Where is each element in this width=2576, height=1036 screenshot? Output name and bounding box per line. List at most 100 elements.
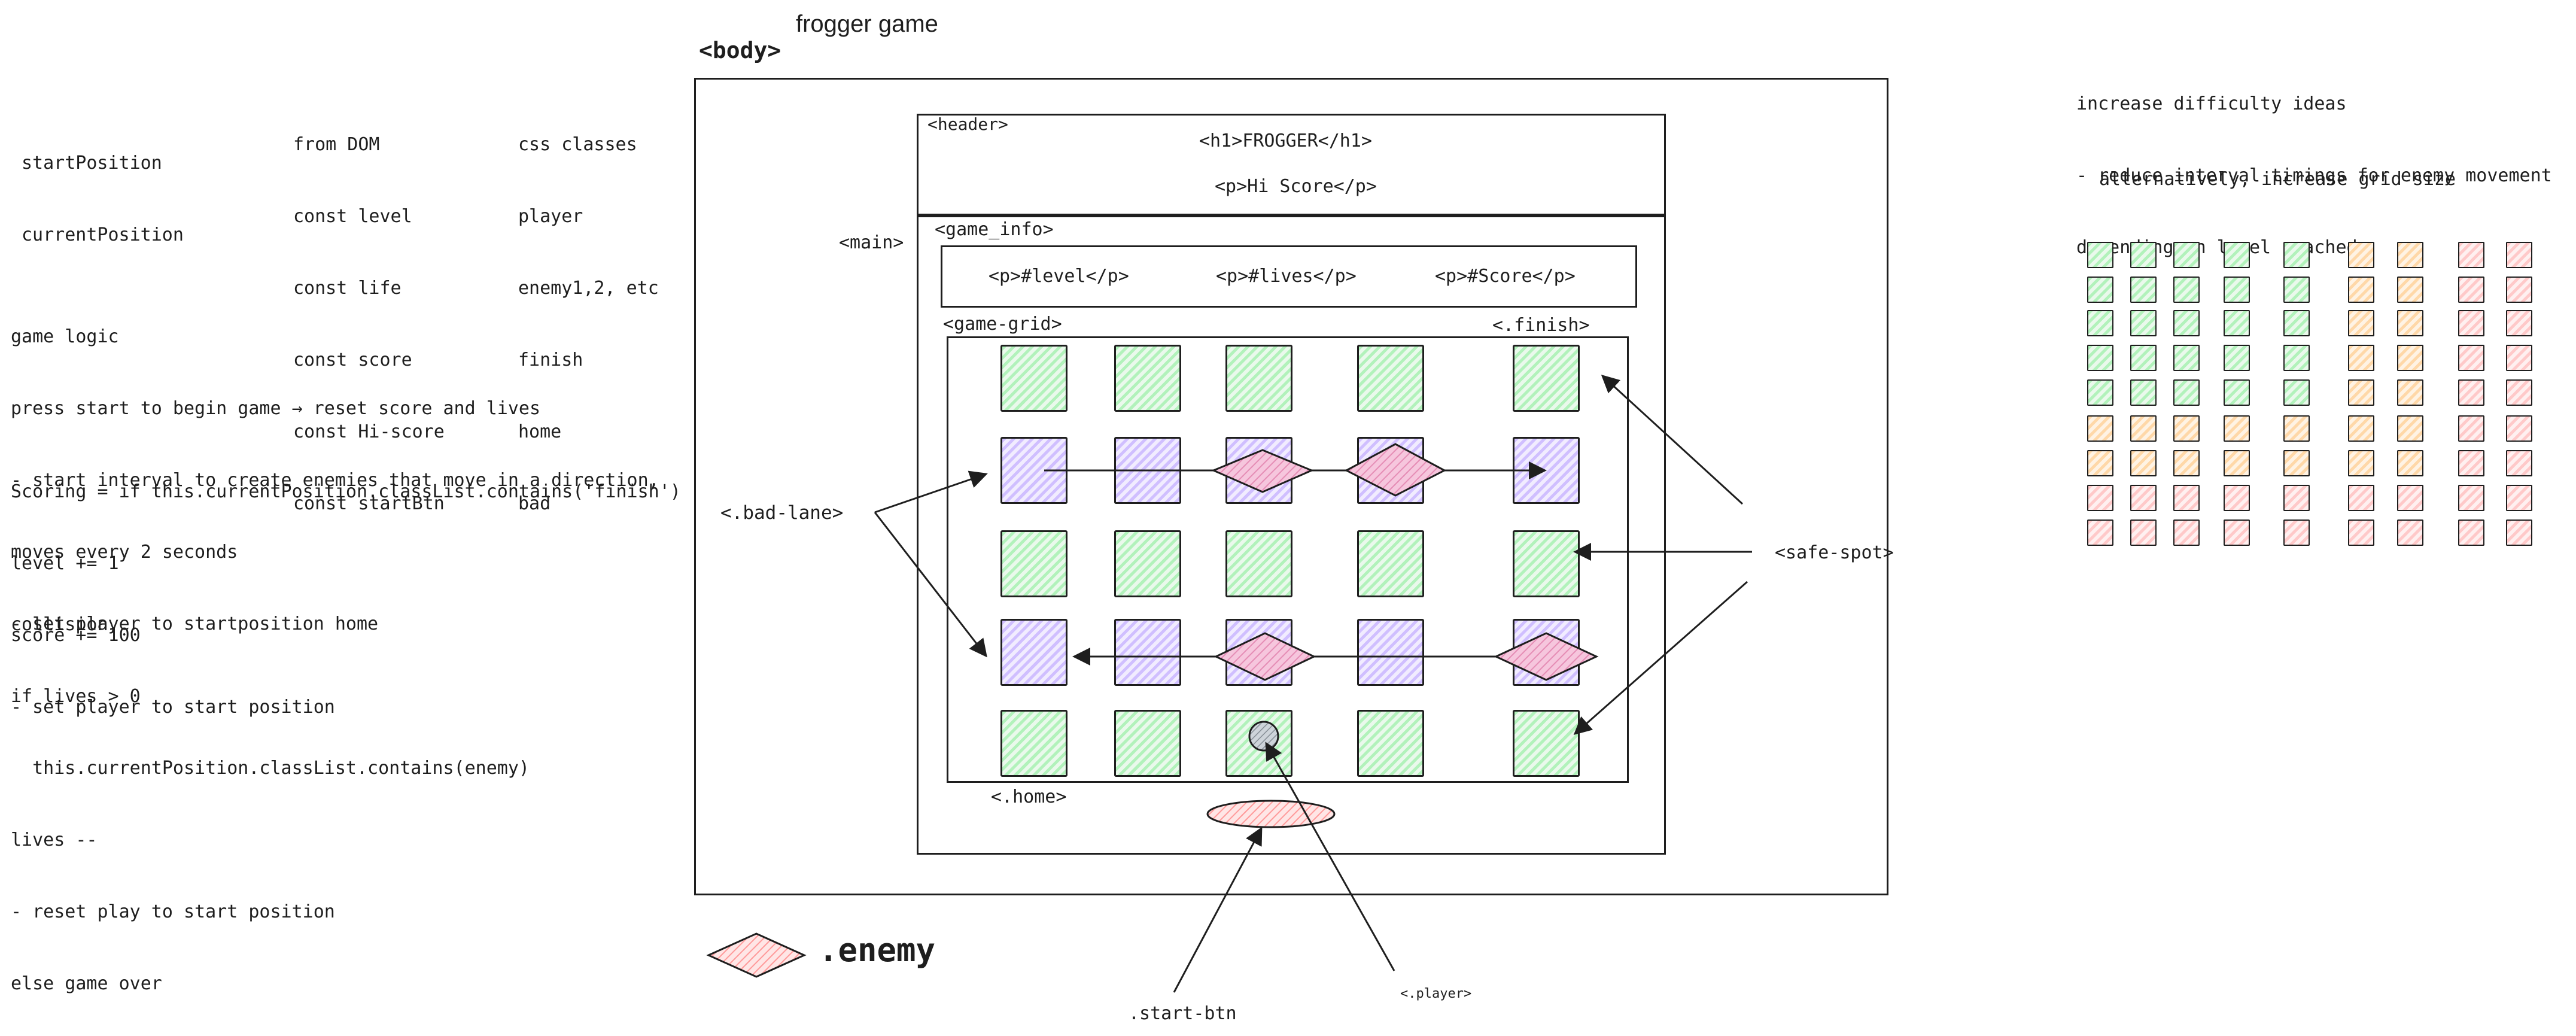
larger-grid-cell [2283, 415, 2310, 442]
enemy-diamond [1344, 443, 1447, 497]
state-vars: startPosition currentPosition [22, 104, 184, 271]
larger-grid-cell [2173, 379, 2200, 406]
larger-grid-cell [2224, 345, 2250, 371]
safe-cell [1114, 530, 1181, 597]
enemy-diamond [1211, 449, 1314, 493]
larger-grid-cell [2506, 310, 2532, 336]
note-line: level += 1 [11, 553, 119, 574]
larger-grid-cell [2224, 450, 2250, 476]
css-classes-list: css classes player enemy1,2, etc finish … [518, 85, 659, 540]
larger-grid-cell [2173, 519, 2200, 546]
bad-lane-cell [1000, 619, 1067, 686]
from-dom-item: const score [293, 350, 412, 370]
larger-grid-cell [2458, 379, 2484, 406]
scoring-notes: Scoring = if this.currentPosition.classL… [11, 432, 681, 743]
larger-grid-cell [2458, 450, 2484, 476]
larger-grid-cell [2348, 415, 2374, 442]
larger-grid-cell [2506, 485, 2532, 511]
larger-grid-cell [2087, 310, 2113, 336]
from-dom-list: from DOM const level const life const sc… [293, 85, 445, 540]
larger-grid-cell [2087, 485, 2113, 511]
larger-grid-cell [2130, 345, 2157, 371]
larger-grid-cell [2130, 379, 2157, 406]
css-class-item: home [518, 421, 562, 442]
css-class-item: player [518, 206, 583, 227]
larger-grid-cell [2173, 345, 2200, 371]
game-info-tag-label: <game_info> [935, 219, 1054, 240]
larger-grid-cell [2130, 519, 2157, 546]
note-line: score += 100 [11, 625, 141, 646]
bad-lane-cell [1114, 619, 1181, 686]
larger-grid-cell [2348, 242, 2374, 268]
finish-label: <.finish> [1492, 315, 1590, 336]
larger-grid-cell [2283, 450, 2310, 476]
bad-lane-label: <.bad-lane> [720, 502, 844, 524]
larger-grid-cell [2224, 310, 2250, 336]
larger-grid-cell [2224, 242, 2250, 268]
main-box [917, 215, 1666, 855]
larger-grid-cell [2130, 310, 2157, 336]
safe-spot-label: <safe-spot> [1775, 542, 1894, 563]
larger-grid-cell [2283, 345, 2310, 371]
player-label: <.player> [1400, 986, 1472, 1001]
larger-grid-cell [2458, 519, 2484, 546]
larger-grid-cell [2283, 485, 2310, 511]
note-line: - set player to start position [11, 697, 335, 718]
safe-cell [1513, 530, 1580, 597]
larger-grid-cell [2283, 277, 2310, 303]
enemy-diamond [1214, 632, 1316, 681]
bad-lane-arrow [874, 470, 988, 514]
note-line: - reset play to start position [11, 901, 335, 922]
note-line: else game over [11, 973, 162, 994]
larger-grid-cell [2348, 277, 2374, 303]
larger-grid-cell [2506, 450, 2532, 476]
header-p-label: <p>Hi Score</p> [1215, 176, 1377, 197]
header-h1-label: <h1>FROGGER</h1> [1199, 130, 1372, 151]
larger-grid-cell [2348, 345, 2374, 371]
larger-grid-cell [2506, 415, 2532, 442]
safe-cell [1357, 345, 1424, 412]
larger-grid-cell [2173, 242, 2200, 268]
enemy-legend-icon [706, 932, 807, 978]
larger-grid-cell [2224, 277, 2250, 303]
note-line: increase difficulty ideas [2076, 93, 2347, 114]
safe-cell [1000, 530, 1067, 597]
larger-grid-cell [2283, 310, 2310, 336]
larger-grid-cell [2458, 415, 2484, 442]
safe-cell [1114, 345, 1181, 412]
game-info-box [941, 245, 1637, 308]
larger-grid-cell [2397, 485, 2423, 511]
larger-grid-cell [2348, 485, 2374, 511]
larger-grid-cell [2087, 519, 2113, 546]
safe-cell [1513, 345, 1580, 412]
note-line: - set player to startposition home [11, 613, 379, 634]
larger-grid-cell [2506, 345, 2532, 371]
larger-grid-cell [2087, 345, 2113, 371]
larger-grid-cell [2458, 485, 2484, 511]
larger-grid-cell [2087, 242, 2113, 268]
larger-grid-cell [2397, 415, 2423, 442]
larger-grid-cell [2283, 379, 2310, 406]
larger-grid-cell [2458, 345, 2484, 371]
css-class-item: finish [518, 350, 583, 370]
safe-cell [1513, 710, 1580, 777]
note-line: game logic [11, 326, 119, 347]
larger-grid-cell [2130, 485, 2157, 511]
larger-grid-cell [2348, 519, 2374, 546]
start-btn-arrow [1173, 827, 1263, 993]
larger-grid-cell [2173, 310, 2200, 336]
larger-grid-cell [2506, 242, 2532, 268]
larger-grid-cell [2173, 415, 2200, 442]
safe-cell [1114, 710, 1181, 777]
state-var: currentPosition [22, 224, 184, 245]
safe-cell [1225, 530, 1292, 597]
safe-cell [1357, 530, 1424, 597]
start-button-shape [1206, 800, 1336, 828]
from-dom-item: from DOM [293, 134, 380, 155]
safe-cell [1225, 345, 1292, 412]
larger-grid-cell [2397, 242, 2423, 268]
larger-grid-cell [2397, 277, 2423, 303]
larger-grid-cell [2397, 310, 2423, 336]
safe-cell [1357, 710, 1424, 777]
larger-grid-cell [2283, 519, 2310, 546]
